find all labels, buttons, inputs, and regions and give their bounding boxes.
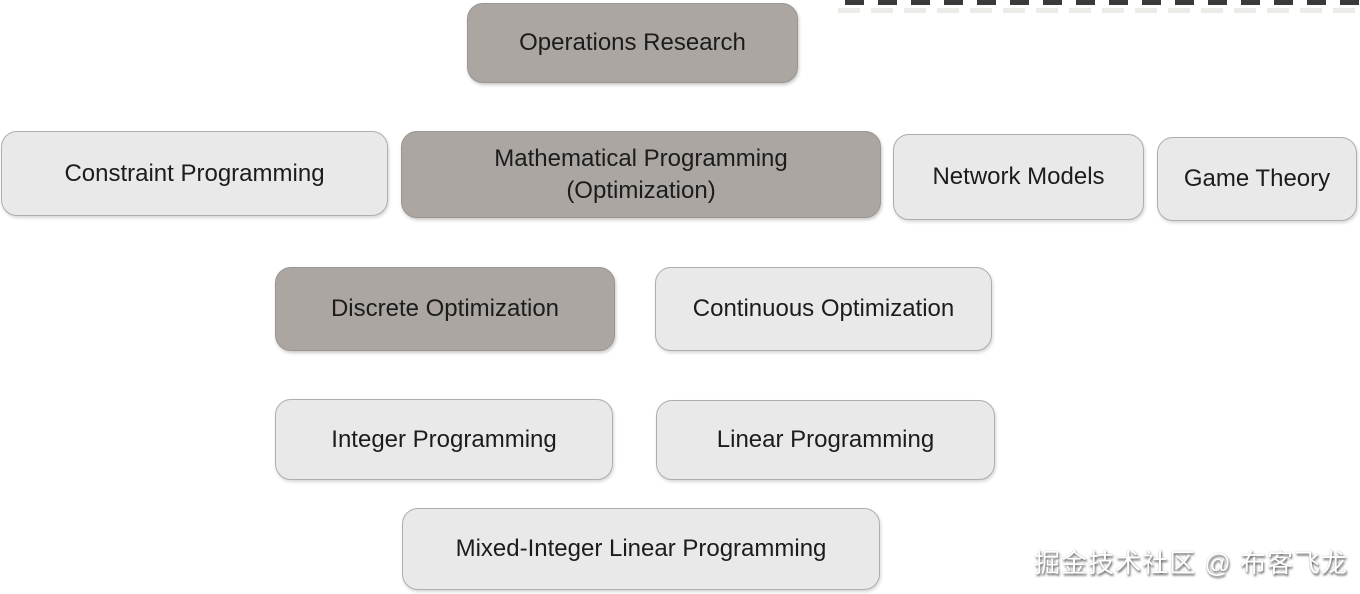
node-mixed-integer-linear-programming: Mixed-Integer Linear Programming [402,508,880,590]
node-label: Mixed-Integer Linear Programming [455,535,827,563]
node-label: Linear Programming [716,426,935,454]
torn-edge-dashes [845,0,1360,5]
node-label: Continuous Optimization [692,295,955,323]
node-discrete-optimization: Discrete Optimization [275,267,615,351]
node-sublabel: (Optimization) [566,176,716,204]
node-continuous-optimization: Continuous Optimization [655,267,992,351]
watermark-text: 掘金技术社区 @ 布客飞龙 [1034,548,1348,578]
node-game-theory: Game Theory [1157,137,1357,221]
node-linear-programming: Linear Programming [656,400,995,480]
node-operations-research: Operations Research [467,3,798,83]
node-label: Operations Research [519,29,746,57]
node-label: Integer Programming [331,425,557,453]
node-network-models: Network Models [893,134,1144,220]
node-label: Constraint Programming [64,159,325,187]
node-integer-programming: Integer Programming [275,399,613,480]
node-label: Game Theory [1183,165,1331,193]
node-label: Mathematical Programming [494,145,788,173]
node-label: Discrete Optimization [330,295,560,323]
node-constraint-programming: Constraint Programming [1,131,388,216]
torn-edge-dashes-faint [838,8,1360,13]
node-mathematical-programming: Mathematical Programming (Optimization) [401,131,881,218]
node-label: Network Models [932,163,1105,191]
